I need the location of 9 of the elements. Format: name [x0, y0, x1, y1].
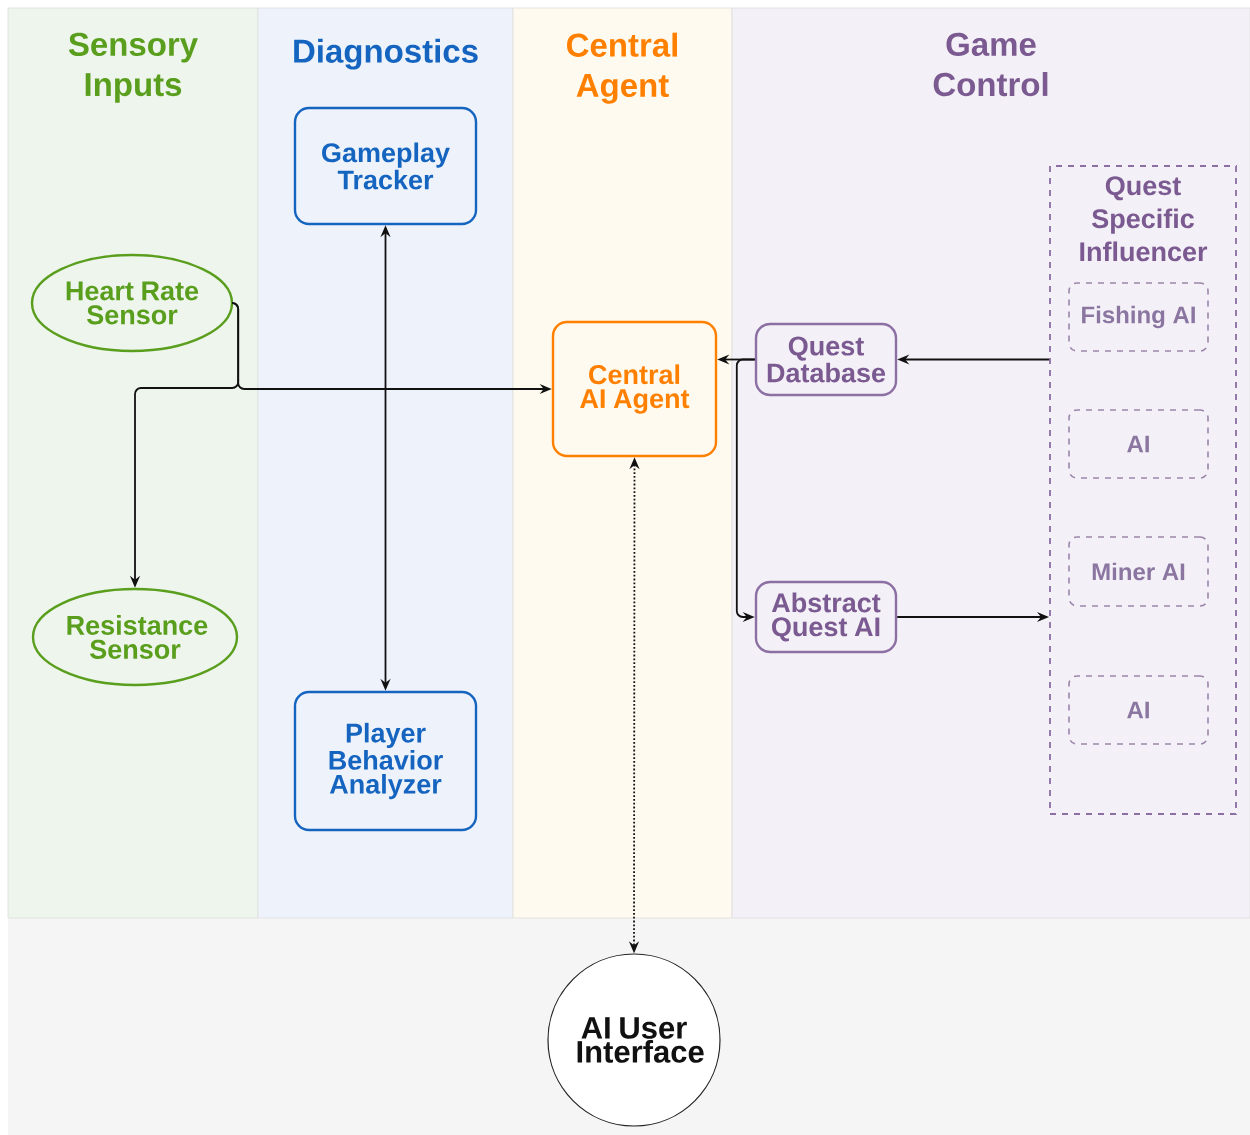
- module-box: Miner AI: [1068, 536, 1209, 607]
- module-box: AI: [1068, 409, 1209, 479]
- process-box: Abstract Quest AI: [754, 580, 898, 654]
- module-box: Fishing AI: [1068, 282, 1209, 352]
- process-box: Quest Database: [754, 322, 898, 397]
- process-box: Player Behavior Analyzer: [293, 690, 478, 832]
- process-box: Gameplay Tracker: [293, 106, 478, 226]
- process-box: Central AI Agent: [551, 320, 718, 458]
- module-box: AI: [1068, 675, 1209, 745]
